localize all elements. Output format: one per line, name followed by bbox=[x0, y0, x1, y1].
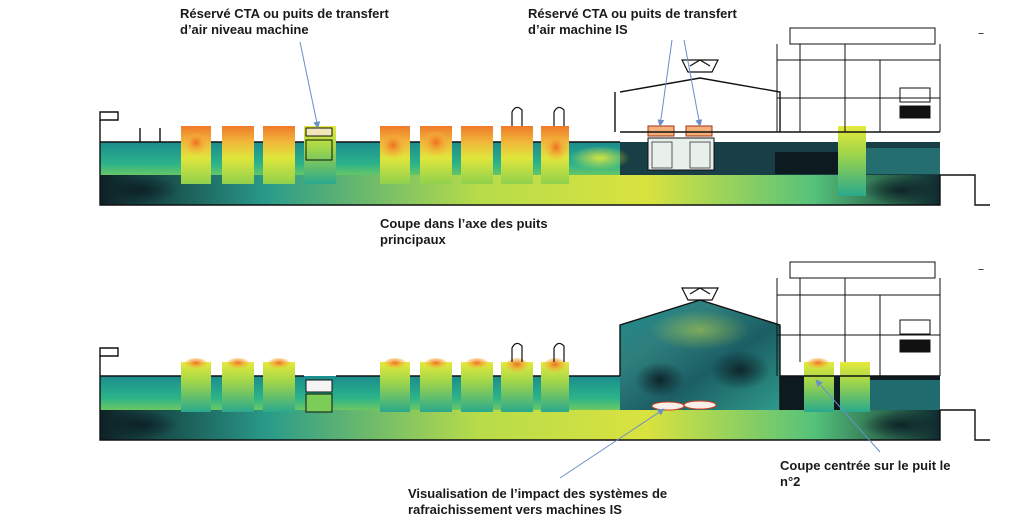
bottom-floor-band bbox=[100, 410, 940, 440]
annotation-bottom-right: Coupe centrée sur le puit le n°2 bbox=[780, 458, 951, 490]
annotation-top-left-line2: d’air niveau machine bbox=[180, 22, 309, 37]
bottom-shafts bbox=[181, 358, 870, 412]
annotation-top-right-line2: d’air machine IS bbox=[528, 22, 628, 37]
annotation-top-left-line1: Réservé CTA ou puits de transfert bbox=[180, 6, 389, 21]
annotation-bottom-left-line2: rafraichissement vers machines IS bbox=[408, 502, 622, 517]
top-section bbox=[99, 27, 990, 206]
annotation-middle-line1: Coupe dans l’axe des puits bbox=[380, 216, 548, 231]
arrow-bottom-left bbox=[559, 408, 665, 479]
corner-dash-bottom: – bbox=[978, 262, 984, 276]
annotation-bottom-right-line1: Coupe centrée sur le puit le bbox=[780, 458, 951, 473]
annotation-top-right: Réservé CTA ou puits de transfert d’air … bbox=[528, 6, 737, 38]
arrow-top-left bbox=[299, 41, 321, 129]
arrow-top-right-b bbox=[683, 39, 703, 127]
top-shafts bbox=[181, 126, 866, 196]
vent-hood-bottom bbox=[681, 287, 719, 301]
vent-hood-top bbox=[681, 59, 719, 73]
arrow-top-right-a bbox=[657, 39, 673, 127]
annotation-middle-line2: principaux bbox=[380, 232, 446, 247]
arrow-bottom-right bbox=[815, 379, 881, 453]
annotation-top-right-line1: Réservé CTA ou puits de transfert bbox=[528, 6, 737, 21]
annotation-arrows bbox=[299, 39, 881, 479]
corner-dash-top: – bbox=[978, 26, 984, 40]
annotation-bottom-left: Visualisation de l’impact des systèmes d… bbox=[408, 486, 667, 518]
annotation-middle: Coupe dans l’axe des puits principaux bbox=[380, 216, 548, 248]
annotation-top-left: Réservé CTA ou puits de transfert d’air … bbox=[180, 6, 389, 38]
annotation-bottom-right-line2: n°2 bbox=[780, 474, 801, 489]
annotation-bottom-left-line1: Visualisation de l’impact des systèmes d… bbox=[408, 486, 668, 501]
bottom-section bbox=[99, 261, 990, 441]
